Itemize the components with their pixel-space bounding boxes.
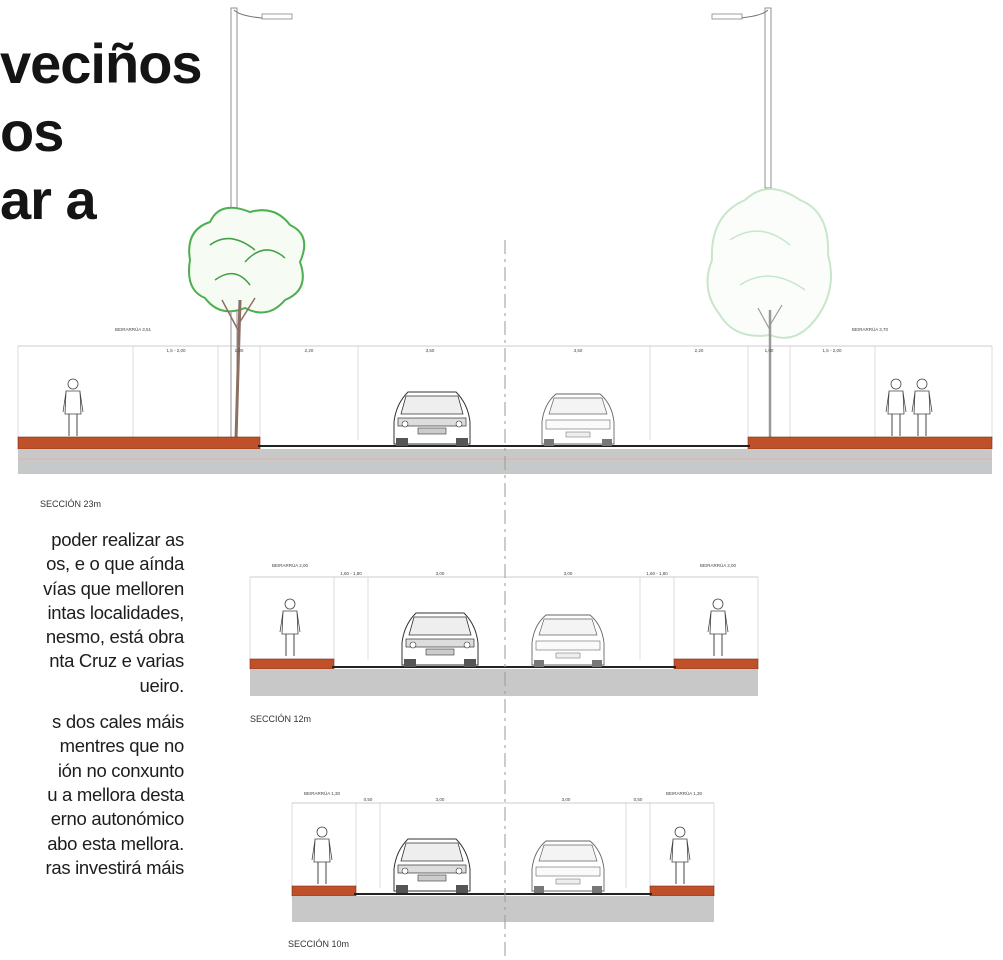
text-line: ión no conxunto xyxy=(57,759,184,781)
dimension-label: 3,00 xyxy=(562,797,571,802)
section-label: SECCIÓN 23m xyxy=(40,499,101,509)
dimension-label: 0,50 xyxy=(364,797,373,802)
text-line: poder realizar as xyxy=(51,529,184,550)
section-label: SECCIÓN 10m xyxy=(288,939,349,949)
section-label: SECCIÓN 12m xyxy=(250,714,311,724)
dimension-label: 3,00 xyxy=(436,797,445,802)
headline-line: veciños xyxy=(0,32,203,95)
text-line: nta Cruz e varias xyxy=(49,650,184,672)
section-12m: BEIRARRÚA 2,00 1,60 - 1,80 3,00 3,00 1,6… xyxy=(249,562,759,724)
car-front xyxy=(393,391,471,447)
text-line: mentres que no xyxy=(59,735,185,757)
dimension-label: BEIRARRÚA 3,51 xyxy=(115,326,152,332)
article-body: poder realizar as os, e o que aínda vías… xyxy=(0,528,184,892)
sidewalk-right xyxy=(649,885,715,897)
dimension-label: 3,00 xyxy=(564,571,573,576)
text-line: s dos cales máis xyxy=(52,711,184,733)
dimension-label: 1,5 - 2,00 xyxy=(822,348,842,353)
pedestrian xyxy=(62,378,84,437)
dimension-label: BEIRARRÚA 2,00 xyxy=(700,562,737,568)
section-23m: BEIRARRÚA 3,51 1,5 - 2,00 1,00 2,20 3,50… xyxy=(17,7,993,509)
dimension-label: 1,5 - 2,00 xyxy=(166,348,186,353)
car-back xyxy=(541,393,615,447)
sidewalk-left xyxy=(291,885,357,897)
text-line: os, e o que aínda xyxy=(46,553,184,575)
headline-line: os xyxy=(0,100,64,163)
car-back xyxy=(531,840,605,894)
pedestrian xyxy=(707,598,729,657)
dimension-label: 1,00 xyxy=(765,348,774,353)
pedestrian xyxy=(279,598,301,657)
dimension-label: 3,50 xyxy=(426,348,435,353)
dimension-label: 2,20 xyxy=(305,348,314,353)
dimension-label: BEIRARRÚA 1,30 xyxy=(666,790,703,796)
article-paragraph: s dos cales máis mentres que no ión no c… xyxy=(0,710,184,880)
dimension-label: 1,00 xyxy=(235,348,244,353)
sidewalk-right xyxy=(673,658,759,670)
pedestrian xyxy=(669,826,691,885)
section-10m: BEIRARRÚA 1,30 0,50 3,00 3,00 0,50 BEIRA… xyxy=(288,790,715,949)
dimension-label: 3,00 xyxy=(436,571,445,576)
road-base xyxy=(250,669,758,696)
dimension-label: 3,50 xyxy=(574,348,583,353)
headline: veciños os ar a xyxy=(0,30,260,234)
text-line: ras investirá máis xyxy=(45,856,184,878)
dimension-label: BEIRARRÚA 3,70 xyxy=(852,326,889,332)
text-line: ueiro. xyxy=(139,674,185,696)
car-front xyxy=(401,612,479,668)
dimension-label: BEIRARRÚA 1,30 xyxy=(304,790,341,796)
sidewalk-left xyxy=(249,658,335,670)
text-line: u a mellora desta xyxy=(47,783,184,805)
road-base xyxy=(292,896,714,922)
pedestrian xyxy=(911,378,933,437)
dimension-label: 1,60 - 1,80 xyxy=(646,571,668,576)
dimension-label: BEIRARRÚA 2,00 xyxy=(272,562,309,568)
article-paragraph: poder realizar as os, e o que aínda vías… xyxy=(0,528,184,698)
tree-right xyxy=(706,188,832,440)
dimension-label: 2,20 xyxy=(695,348,704,353)
sidewalk-right xyxy=(747,436,993,450)
car-back xyxy=(531,614,605,668)
text-line: erno autonómico xyxy=(50,808,185,830)
tree-left xyxy=(188,206,306,441)
text-line: intas localidades, xyxy=(47,601,184,623)
street-lamp xyxy=(711,7,772,189)
car-front xyxy=(393,838,471,894)
dimension-label: 0,50 xyxy=(634,797,643,802)
text-line: vías que melloren xyxy=(43,577,184,599)
text-line: abo esta mellora. xyxy=(47,832,184,854)
text-line: nesmo, está obra xyxy=(45,626,184,648)
sidewalk-left xyxy=(17,436,261,450)
pedestrian xyxy=(311,826,333,885)
dimension-label: 1,60 - 1,80 xyxy=(340,571,362,576)
headline-line: ar a xyxy=(0,168,97,231)
pedestrian xyxy=(885,378,907,437)
